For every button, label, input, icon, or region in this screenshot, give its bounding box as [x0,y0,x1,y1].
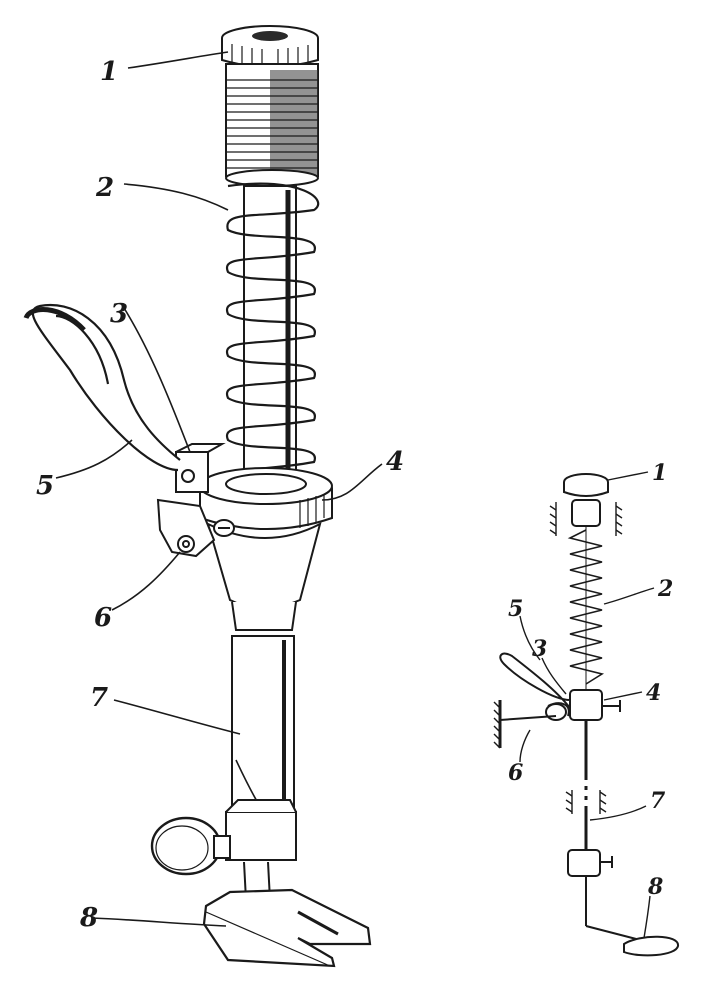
main-callout-7: 7 [90,683,108,713]
main-lifting-lever [31,303,181,472]
main-callout-1: 1 [100,57,118,87]
schematic-figure [493,471,679,957]
schematic-lever [499,652,571,711]
main-presser-foot [202,888,372,968]
schematic-ground-hatch-bottom [565,790,607,814]
main-callout-5: 5 [36,471,54,501]
schematic-lower-collar [567,849,613,926]
main-foot-clamp [150,799,297,901]
main-callout-6: 6 [94,603,112,633]
main-callout-3: 3 [110,299,128,329]
main-guide-bushing [199,467,333,631]
schematic-callout-2: 2 [657,576,673,602]
main-adjusting-screw-cap [221,25,319,69]
main-leader-lines [55,51,383,927]
main-threaded-sleeve [225,63,319,187]
schematic-adjusting-screw [563,473,609,527]
schematic-leader-lines [519,471,655,939]
schematic-callout-3: 3 [532,636,547,662]
schematic-foot [585,925,679,957]
schematic-ground-hatch-top [549,502,623,536]
schematic-collar [569,689,621,721]
main-pivot-plate [156,498,216,558]
main-figure [23,25,383,968]
schematic-callout-1: 1 [652,460,667,486]
schematic-callout-6: 6 [508,760,523,786]
main-lower-bar [231,635,295,813]
main-presser-bar [243,185,297,487]
main-callout-8: 8 [79,903,98,933]
schematic-callout-8: 8 [647,874,663,900]
main-callout-labels: 1 2 3 4 5 6 7 8 [36,57,404,933]
schematic-callout-labels: 1 2 3 4 5 6 7 8 [508,460,673,900]
schematic-callout-4: 4 [646,680,661,706]
main-callout-4: 4 [386,447,404,477]
schematic-callout-5: 5 [508,596,523,622]
main-spring [225,182,320,481]
main-lever-clamp [175,443,226,493]
schematic-link-rod [493,700,557,749]
schematic-callout-7: 7 [650,788,666,814]
main-callout-2: 2 [95,173,114,203]
